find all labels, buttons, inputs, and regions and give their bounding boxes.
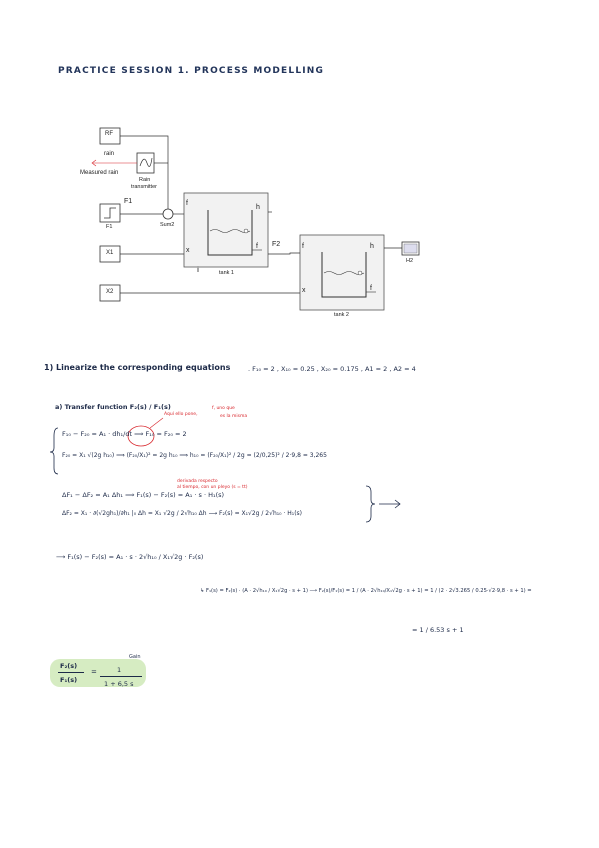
equation-line-1: F₁₀ − F₂₀ = A₁ · dh₁/dt ⟹ F₁₀ = F₂₀ = 2 [62,430,187,438]
rain-transmitter-label-1: Rain [139,177,151,183]
rf-label: RF [105,131,113,137]
result-numerator: F₂(s) [60,662,78,670]
page-title: PRACTICE SESSION 1. PROCESS MODELLING [58,66,325,76]
question-1-params: . F₁₀ = 2 , X₁₀ = 0.25 , X₂₀ = 0.175 , A… [248,365,416,373]
tank1-block [183,192,269,268]
measured-rain-label: Measured rain [80,170,119,176]
result-highlight [50,659,146,687]
rain-label: rain [104,151,115,157]
tank2-h-port: h [370,243,374,250]
f1-signal-label: F1 [124,198,133,205]
result-rhs-denominator: 1 + 6,5 s [104,680,134,688]
tank2-fi-port: f [302,243,304,250]
result-denominator: F₁(s) [60,676,78,684]
h2-label: H2 [406,258,414,264]
equation-line-3: ΔF₁ − ΔF₂ = A₁ Δh₁ ⟹ F₁(s) − F₂(s) = A₁ … [62,491,225,499]
tank1-fi-port: f [186,200,188,207]
equation-line-6: ↳ F₁(s) = F₂(s) · (A · 2√h₁₀ / X₁√2g · s… [200,588,532,594]
tank1-label: tank 1 [219,270,234,276]
equation-line-5: ⟶ F₁(s) − F₂(s) = A₁ · s · 2√h₁₀ / X₁√2g… [56,553,204,561]
tank2-f0-port: f [370,285,372,292]
annotation-5: al tiempo, con un pleyo (s = tt) [177,485,248,490]
x2-label: X2 [106,289,114,295]
gain-label: Gain [129,654,141,660]
tank2-x-port: x [302,287,306,294]
result-equals: = [91,668,97,676]
part-a-heading: a) Transfer function F₂(s) / F₁(s) [55,403,171,411]
tank1-f0-port: f [256,243,258,250]
annotation-4: derivada respecto [177,479,218,484]
rain-transmitter-label-2: transmitter [131,184,157,190]
annotation-2: f, uno que [212,406,235,411]
result-fraction-bar-left [58,672,84,673]
annotation-1: Aquí ello pone, [164,412,198,417]
tank1-h-port: h [256,204,260,211]
question-1-heading: 1) Linearize the corresponding equations [44,363,231,372]
x1-label: X1 [106,250,114,256]
result-fraction-bar-right [100,676,142,677]
equation-line-4: ΔF₂ = X₁ · ∂(√2gh₁)/∂h₁ |₀ Δh = X₁ √2g /… [62,510,303,517]
f2-signal-label: F2 [272,241,281,248]
equation-line-2: F₂₀ = X₁ √(2g h₁₀) ⟹ (F₂₀/X₁)² = 2g h₁₀ … [62,452,327,459]
equation-line-7: = 1 / 6.53 s + 1 [412,626,464,634]
annotation-3: es la misma [220,414,248,419]
f1-block-label: F1 [106,224,113,230]
sum2-label: Sum2 [160,222,175,228]
tank2-label: tank 2 [334,312,349,318]
result-gain-value: 1 [117,666,122,674]
tank1-x-port: x [186,247,190,254]
